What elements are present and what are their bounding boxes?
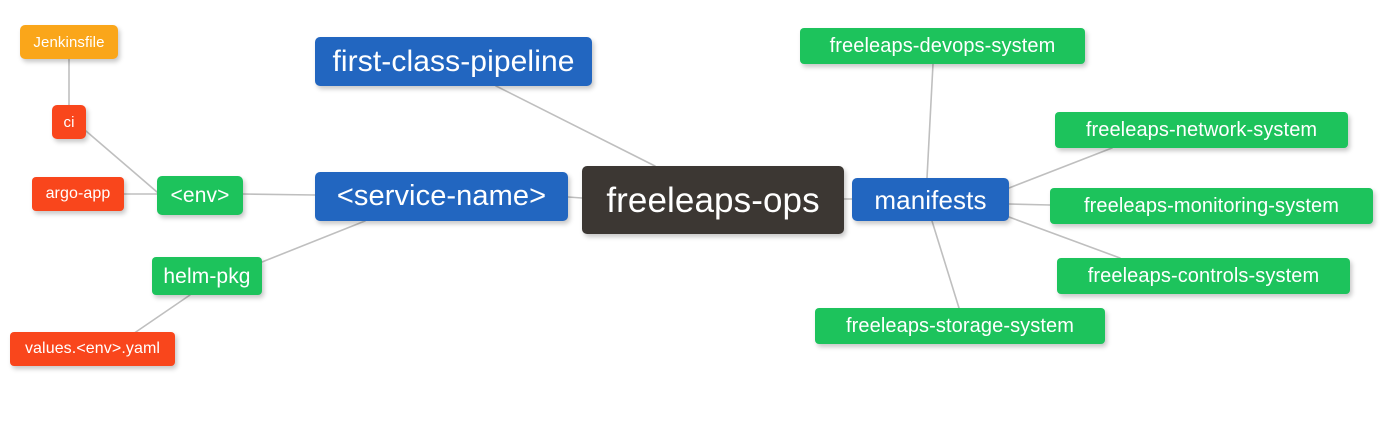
node-freeleaps-storage-system[interactable]: freeleaps-storage-system xyxy=(815,308,1105,344)
node-manifests[interactable]: manifests xyxy=(852,178,1009,221)
node-label-jenkinsfile: Jenkinsfile xyxy=(33,33,105,51)
node-label-service-name: <service-name> xyxy=(336,180,547,212)
node-label-values-env-yaml: values.<env>.yaml xyxy=(24,340,161,357)
node-freeleaps-devops-system[interactable]: freeleaps-devops-system xyxy=(800,28,1085,64)
edge-manifests-to-freeleaps-monitoring-system xyxy=(1008,203,1051,206)
edge-service-name-to-helm-pkg xyxy=(261,220,366,263)
node-label-ci: ci xyxy=(63,113,75,131)
node-argo-app[interactable]: argo-app xyxy=(32,177,124,211)
node-env[interactable]: <env> xyxy=(157,176,243,215)
node-helm-pkg[interactable]: helm-pkg xyxy=(152,257,262,295)
node-label-helm-pkg: helm-pkg xyxy=(163,264,251,288)
node-label-first-class-pipeline: first-class-pipeline xyxy=(332,44,575,78)
node-ci[interactable]: ci xyxy=(52,105,86,139)
node-label-freeleaps-network-system: freeleaps-network-system xyxy=(1085,119,1318,141)
edge-helm-pkg-to-values-env-yaml xyxy=(129,294,191,337)
node-freeleaps-ops[interactable]: freeleaps-ops xyxy=(582,166,844,234)
node-freeleaps-monitoring-system[interactable]: freeleaps-monitoring-system xyxy=(1050,188,1373,224)
node-first-class-pipeline[interactable]: first-class-pipeline xyxy=(315,37,592,86)
node-service-name[interactable]: <service-name> xyxy=(315,172,568,221)
node-values-env-yaml[interactable]: values.<env>.yaml xyxy=(10,332,175,366)
node-label-freeleaps-ops: freeleaps-ops xyxy=(606,180,820,220)
edge-env-to-service-name xyxy=(242,193,316,196)
node-label-freeleaps-controls-system: freeleaps-controls-system xyxy=(1087,265,1320,287)
node-label-manifests: manifests xyxy=(874,184,987,215)
edge-first-class-pipeline-to-freeleaps-ops xyxy=(495,85,656,167)
node-label-freeleaps-monitoring-system: freeleaps-monitoring-system xyxy=(1083,195,1339,217)
edge-manifests-to-freeleaps-network-system xyxy=(1008,147,1113,189)
node-label-env: <env> xyxy=(170,184,230,207)
node-label-freeleaps-storage-system: freeleaps-storage-system xyxy=(845,315,1075,337)
edge-manifests-to-freeleaps-storage-system xyxy=(931,220,960,309)
node-label-freeleaps-devops-system: freeleaps-devops-system xyxy=(829,35,1056,57)
node-freeleaps-controls-system[interactable]: freeleaps-controls-system xyxy=(1057,258,1350,294)
edge-service-name-to-freeleaps-ops xyxy=(567,196,583,199)
edge-manifests-to-freeleaps-devops-system xyxy=(926,63,934,179)
node-label-argo-app: argo-app xyxy=(45,185,111,202)
node-freeleaps-network-system[interactable]: freeleaps-network-system xyxy=(1055,112,1348,148)
node-jenkinsfile[interactable]: Jenkinsfile xyxy=(20,25,118,59)
